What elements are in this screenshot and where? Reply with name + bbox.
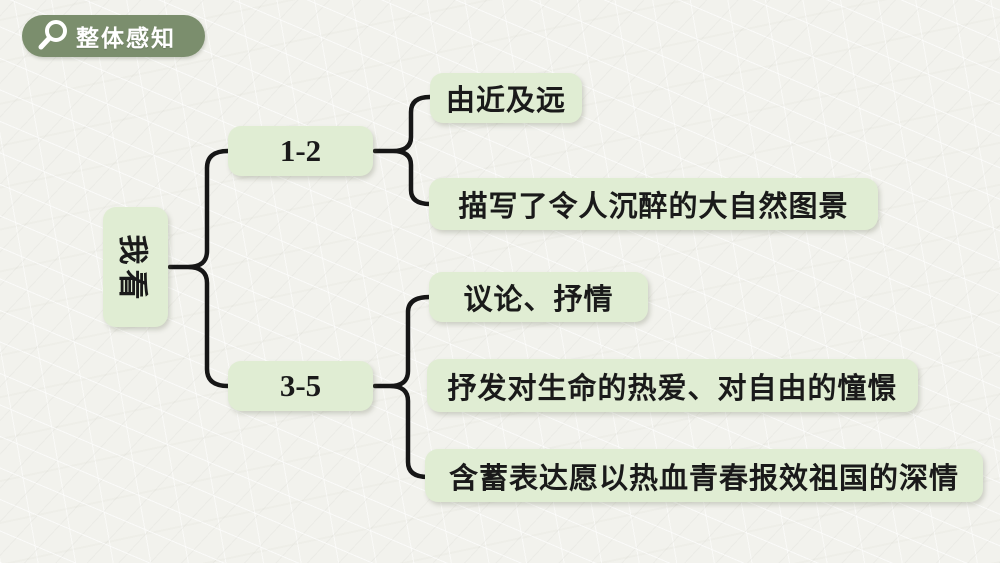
range-node-3-5: 3-5 [228, 361, 373, 411]
leaf-node-label: 描写了令人沉醉的大自然图景 [458, 191, 849, 223]
range-node-1-2: 1-2 [228, 126, 373, 176]
root-node: 我看 [103, 207, 168, 327]
leaf-node-label: 议论、抒情 [463, 284, 614, 316]
leaf-node-label: 由近及远 [445, 85, 566, 117]
brace-range-3-5 [372, 294, 433, 480]
header-label: 整体感知 [76, 25, 176, 51]
range-node-3-5-label: 3-5 [279, 368, 322, 403]
brace-range-1-2 [372, 94, 433, 207]
leaf-node: 抒发对生命的热爱、对自由的憧憬 [427, 359, 918, 412]
leaf-node: 含蓄表达愿以热血青春报效祖国的深情 [425, 449, 983, 502]
header-badge: 整体感知 [22, 15, 205, 57]
range-node-1-2-label: 1-2 [279, 133, 322, 168]
magnifier-icon [38, 20, 67, 50]
leaf-node: 由近及远 [430, 73, 582, 123]
leaf-node-label: 含蓄表达愿以热血青春报效祖国的深情 [448, 462, 959, 495]
leaf-node: 议论、抒情 [429, 272, 648, 322]
leaf-node: 描写了令人沉醉的大自然图景 [429, 178, 878, 230]
brace-root-to-ranges [167, 148, 231, 389]
root-node-label: 我看 [115, 234, 149, 305]
leaf-node-label: 抒发对生命的热爱、对自由的憧憬 [447, 372, 898, 405]
